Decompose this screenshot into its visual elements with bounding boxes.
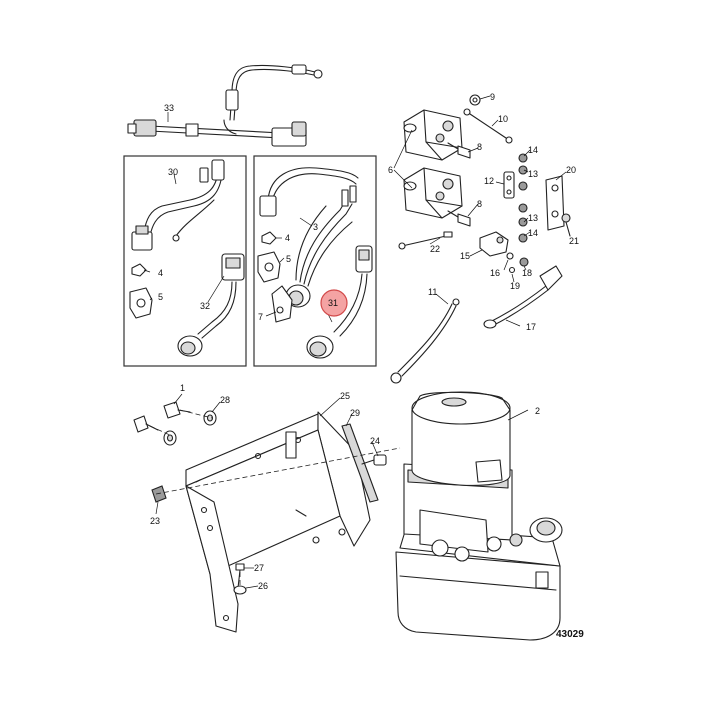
callout-13b[interactable]: 13 [528,213,538,223]
callout-31[interactable]: 31 [328,298,338,308]
callout-17[interactable]: 17 [526,322,536,332]
part-28-washer[interactable] [163,410,217,446]
part-22-wire[interactable] [398,231,453,250]
callout-14a[interactable]: 14 [528,145,538,155]
assembly-line-2 [179,409,213,419]
callout-19[interactable]: 19 [510,281,520,291]
callout-5b[interactable]: 5 [286,254,291,264]
part-31-harness[interactable] [306,245,373,359]
callout-15[interactable]: 15 [460,251,470,261]
part-20-bracket[interactable] [545,175,565,231]
callout-28[interactable]: 28 [220,395,230,405]
callout-26[interactable]: 26 [258,581,268,591]
callout-27[interactable]: 27 [254,563,264,573]
callout-12[interactable]: 12 [484,176,494,186]
part-29-strip[interactable] [341,423,379,503]
callout-21[interactable]: 21 [569,236,579,246]
kit-box-left [123,155,247,367]
part-33-wiring-harness[interactable] [127,64,323,147]
callout-leaders [143,95,567,589]
part-26-washer[interactable] [233,585,247,595]
part-12-plate[interactable] [503,171,515,199]
part-5-grommet-b[interactable] [257,251,281,283]
drawing-number: 43029 [556,629,584,640]
part-30-harness[interactable] [131,159,225,251]
part-8-screw-b[interactable] [447,210,471,227]
assembly-line-3 [149,425,173,437]
callout-32[interactable]: 32 [200,301,210,311]
part-6-solenoid-lower[interactable] [403,167,463,219]
kit-box-right [253,155,377,367]
part-10-cable[interactable] [463,108,513,144]
part-15-breaker[interactable] [479,231,509,257]
part-17-cable[interactable] [483,265,563,329]
callout-30[interactable]: 30 [168,167,178,177]
callout-23[interactable]: 23 [150,516,160,526]
callout-29[interactable]: 29 [350,408,360,418]
callout-4a[interactable]: 4 [158,268,163,278]
part-11-cable[interactable] [390,298,460,384]
callout-24[interactable]: 24 [370,436,380,446]
part-24-screw[interactable] [361,454,387,466]
part-5-grommet[interactable] [129,287,153,319]
part-23-nut[interactable] [151,485,167,503]
assembly-line-1 [155,447,401,495]
callout-2[interactable]: 2 [535,406,540,416]
part-9-nut[interactable] [469,94,481,106]
part-4-clip-b[interactable] [261,231,277,245]
callout-9[interactable]: 9 [490,92,495,102]
part-32-harness[interactable] [177,253,245,357]
callout-4b[interactable]: 4 [285,233,290,243]
callout-5a[interactable]: 5 [158,292,163,302]
part-4-clip[interactable] [131,263,147,277]
callout-7[interactable]: 7 [258,312,263,322]
part-21-screw[interactable] [561,213,571,237]
callout-11[interactable]: 11 [428,287,437,297]
part-6-solenoid-upper[interactable] [403,109,463,161]
callout-6[interactable]: 6 [388,165,393,175]
callout-labels: 33 9 10 6 8 8 12 13 13 14 14 20 21 22 15… [150,92,579,591]
callout-8a[interactable]: 8 [477,142,482,152]
part-7-bracket[interactable] [271,285,293,323]
part-2-pump-motor[interactable] [395,391,563,641]
callout-18[interactable]: 18 [522,268,532,278]
part-13-14-nuts[interactable] [518,153,528,243]
part-25-bracket[interactable] [185,411,371,633]
callout-33[interactable]: 33 [164,103,174,113]
part-1-bolt[interactable] [133,401,191,433]
callout-14b[interactable]: 14 [528,228,538,238]
callout-13a[interactable]: 13 [528,169,538,179]
callout-10[interactable]: 10 [498,114,508,124]
callout-3[interactable]: 3 [313,222,318,232]
callout-20[interactable]: 20 [566,165,576,175]
highlight-circle-31 [320,289,348,317]
callout-22[interactable]: 22 [430,244,440,254]
part-8-screw[interactable] [447,142,471,159]
callout-8b[interactable]: 8 [477,199,482,209]
callout-16[interactable]: 16 [490,268,500,278]
callout-1[interactable]: 1 [180,383,185,393]
callout-25[interactable]: 25 [340,391,350,401]
